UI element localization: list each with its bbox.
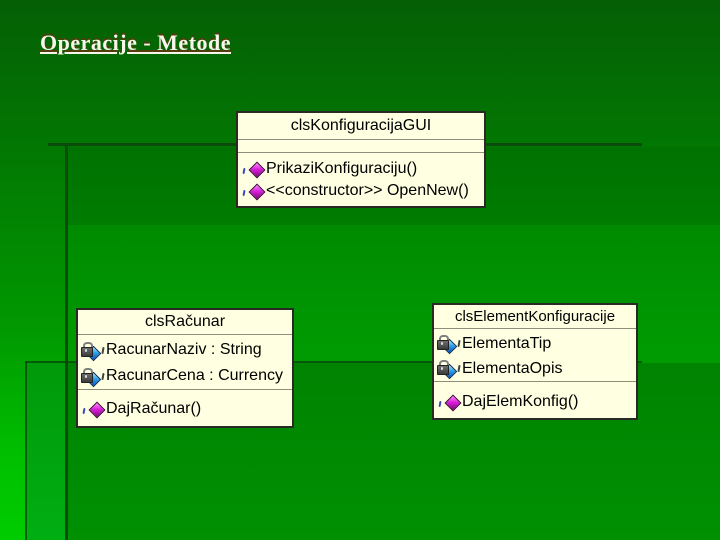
- method-row: DajRačunar(): [82, 398, 292, 420]
- attributes-compartment: RacunarNaziv : String RacunarCena : Curr…: [78, 335, 292, 390]
- method-icon: [444, 394, 462, 411]
- background-vertical-rule: [65, 145, 68, 540]
- slide-title: Operacije - Metode: [40, 30, 232, 55]
- method-row: PrikaziKonfiguraciju(): [242, 158, 484, 180]
- method-icon: [248, 183, 266, 200]
- tick-mark-icon: [457, 364, 461, 373]
- methods-compartment: DajRačunar(): [78, 390, 292, 420]
- attributes-compartment: ElementaTip ElementaOpis: [434, 329, 636, 382]
- tick-mark-icon: [82, 407, 86, 415]
- methods-compartment: PrikaziKonfiguraciju() <<constructor>> O…: [238, 153, 484, 202]
- attribute-label: RacunarNaziv : String: [106, 341, 262, 358]
- attribute-label: ElementaTip: [462, 334, 552, 352]
- method-row: <<constructor>> OpenNew(): [242, 180, 484, 202]
- method-label: DajRačunar(): [106, 400, 202, 417]
- tick-mark-icon: [438, 400, 442, 408]
- methods-compartment: DajElemKonfig(): [434, 382, 636, 413]
- method-label: <<constructor>> OpenNew(): [266, 182, 469, 199]
- attributes-compartment-empty: [238, 140, 484, 153]
- tick-mark-icon: [101, 372, 105, 380]
- method-icon: [88, 401, 106, 418]
- method-icon: [248, 161, 266, 178]
- tick-mark-icon: [457, 339, 461, 348]
- background-left-band: [27, 363, 68, 540]
- tick-mark-icon: [242, 189, 246, 197]
- attribute-label: ElementaOpis: [462, 359, 563, 377]
- method-label: DajElemKonfig(): [462, 393, 579, 410]
- class-box-konfiguracija-gui: clsKonfiguracijaGUI PrikaziKonfiguraciju…: [236, 111, 486, 208]
- class-name-header: clsElementKonfiguracije: [434, 305, 636, 329]
- attribute-row: RacunarCena : Currency: [80, 363, 292, 389]
- tick-mark-icon: [242, 167, 246, 175]
- tick-mark-icon: [101, 346, 105, 354]
- attribute-row: ElementaOpis: [436, 356, 636, 381]
- class-name-header: clsRačunar: [78, 310, 292, 335]
- attribute-lock-icon: [436, 334, 458, 355]
- attribute-lock-icon: [436, 359, 458, 380]
- attribute-lock-icon: [80, 367, 102, 387]
- attribute-lock-icon: [80, 341, 102, 361]
- class-box-element-konfiguracije: clsElementKonfiguracije ElementaTip Elem…: [432, 303, 638, 420]
- class-name-header: clsKonfiguracijaGUI: [238, 113, 484, 140]
- attribute-label: RacunarCena : Currency: [106, 367, 283, 384]
- attribute-row: ElementaTip: [436, 331, 636, 356]
- method-label: PrikaziKonfiguraciju(): [266, 160, 418, 177]
- class-box-racunar: clsRačunar RacunarNaziv : String Racunar…: [76, 308, 294, 428]
- method-row: DajElemKonfig(): [438, 391, 636, 413]
- attribute-row: RacunarNaziv : String: [80, 337, 292, 363]
- background-horizontal-rule-bottom: [25, 361, 642, 363]
- background-vertical-rule-left: [25, 361, 27, 540]
